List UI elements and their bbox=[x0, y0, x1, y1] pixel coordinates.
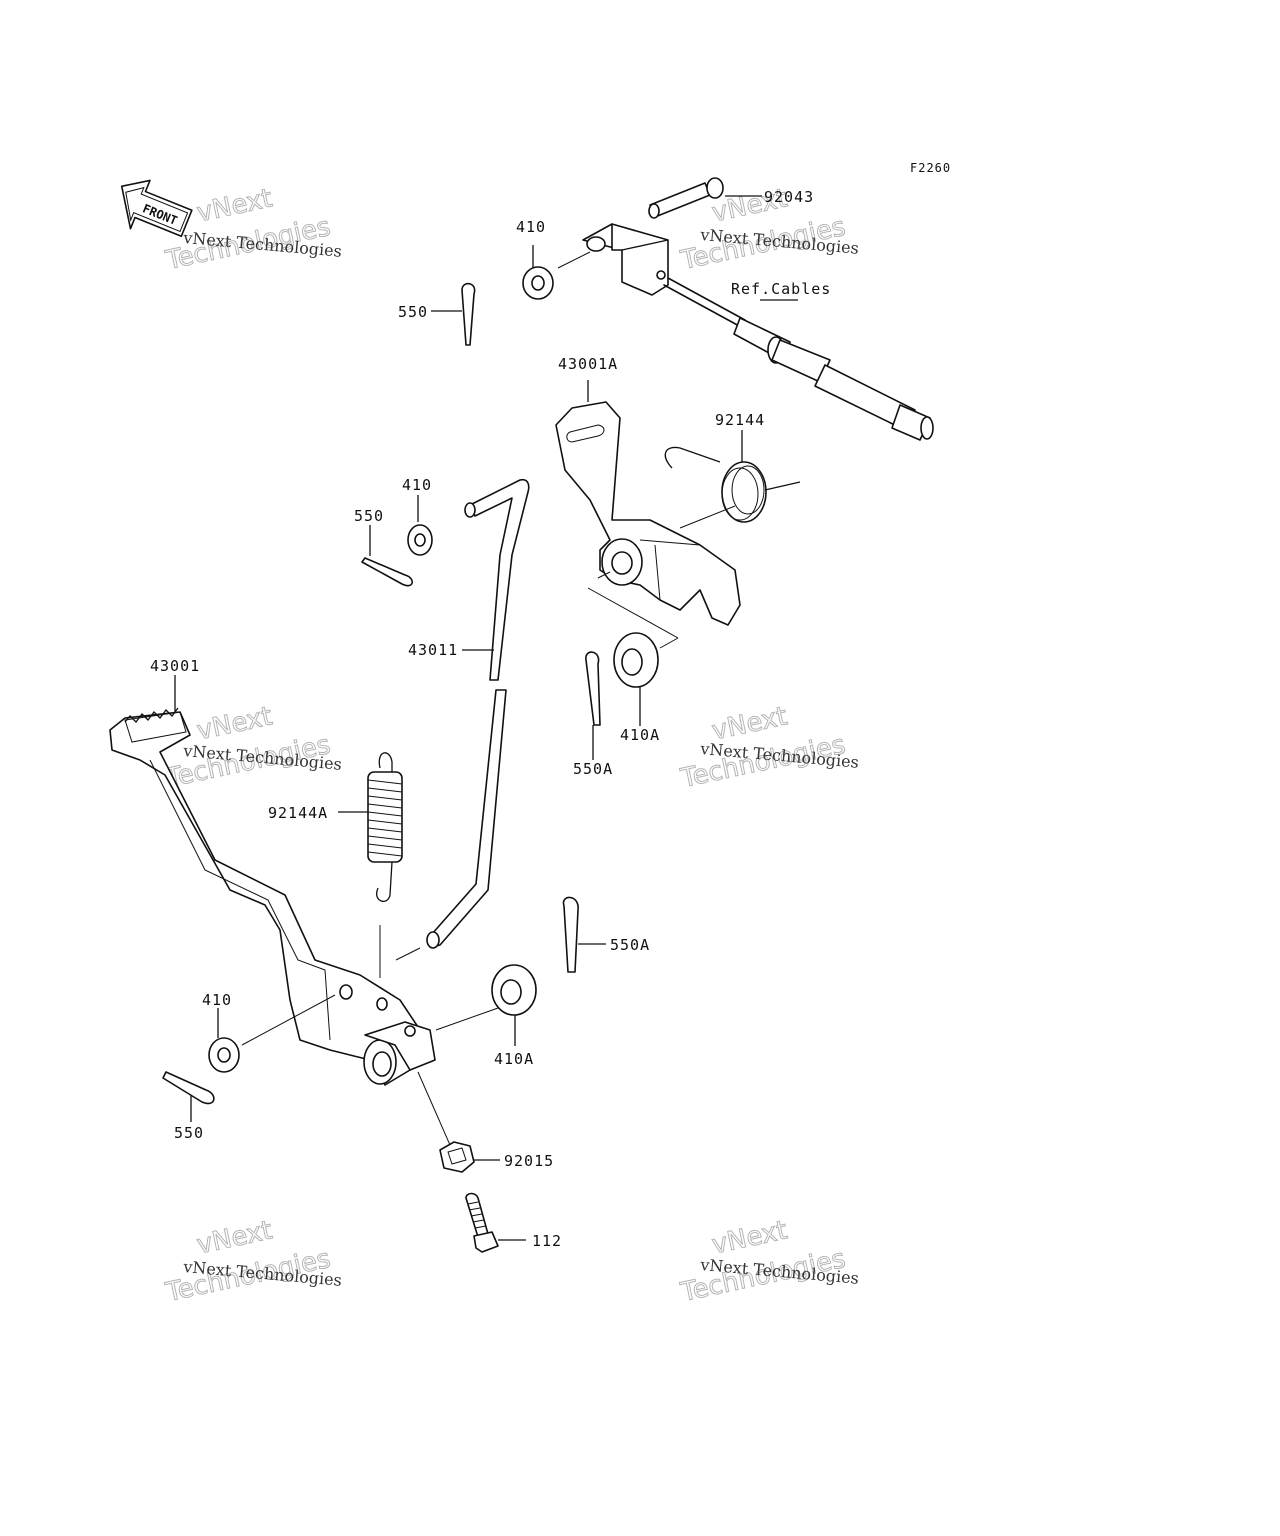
cotter-pin-550-low bbox=[162, 1071, 215, 1122]
washer-410-low bbox=[208, 1008, 240, 1073]
watermark-vnext: vNext bbox=[194, 1215, 275, 1260]
washer-410-top bbox=[522, 245, 554, 300]
part-labels: 92043 410 Ref.Cables 550 43001A 92144 41… bbox=[150, 188, 831, 1250]
label-43011: 43011 bbox=[408, 641, 458, 659]
label-410-low: 410 bbox=[202, 991, 232, 1009]
label-410-top: 410 bbox=[516, 218, 546, 236]
label-92015: 92015 bbox=[504, 1152, 554, 1170]
lever-43001A bbox=[555, 380, 741, 649]
label-92144A: 92144A bbox=[268, 804, 328, 822]
clevis bbox=[557, 223, 669, 296]
label-550-mid: 550 bbox=[354, 507, 384, 525]
cable bbox=[663, 277, 934, 441]
washer-410A-mid bbox=[613, 632, 659, 726]
label-550-top: 550 bbox=[398, 303, 428, 321]
label-410A-mid: 410A bbox=[620, 726, 660, 744]
figure-code: F2260 bbox=[910, 161, 951, 175]
label-112: 112 bbox=[532, 1232, 562, 1250]
rod-43011 bbox=[395, 478, 530, 961]
spring-92144A bbox=[338, 752, 403, 978]
label-43001A: 43001A bbox=[558, 355, 618, 373]
cotter-pin-550A-low bbox=[562, 896, 606, 973]
watermark-vnext: vNext bbox=[709, 701, 790, 746]
watermark-vnext: vNext bbox=[194, 183, 275, 228]
label-410A-low: 410A bbox=[494, 1050, 534, 1068]
watermark-vnext: vNext bbox=[709, 1215, 790, 1260]
bolt-112 bbox=[465, 1192, 526, 1253]
brake-pedal-43001 bbox=[109, 675, 499, 1146]
washer-410A-low bbox=[491, 964, 537, 1046]
pin-92043 bbox=[648, 177, 762, 219]
cotter-pin-550-top bbox=[431, 282, 476, 346]
cotter-pin-550A-mid bbox=[585, 651, 601, 760]
cotter-pin-550-mid bbox=[361, 525, 413, 587]
nut-92015 bbox=[439, 1141, 500, 1173]
washer-410-mid bbox=[407, 495, 433, 556]
label-410-mid: 410 bbox=[402, 476, 432, 494]
label-550A-mid: 550A bbox=[573, 760, 613, 778]
label-92144: 92144 bbox=[715, 411, 765, 429]
label-550A-low: 550A bbox=[610, 936, 650, 954]
spring-92144 bbox=[664, 430, 801, 529]
label-550-low: 550 bbox=[174, 1124, 204, 1142]
label-92043: 92043 bbox=[764, 188, 814, 206]
watermark-vnext: vNext bbox=[194, 701, 275, 746]
label-ref-cables: Ref.Cables bbox=[731, 280, 831, 298]
label-43001: 43001 bbox=[150, 657, 200, 675]
front-arrow-icon: FRONT bbox=[120, 179, 193, 238]
